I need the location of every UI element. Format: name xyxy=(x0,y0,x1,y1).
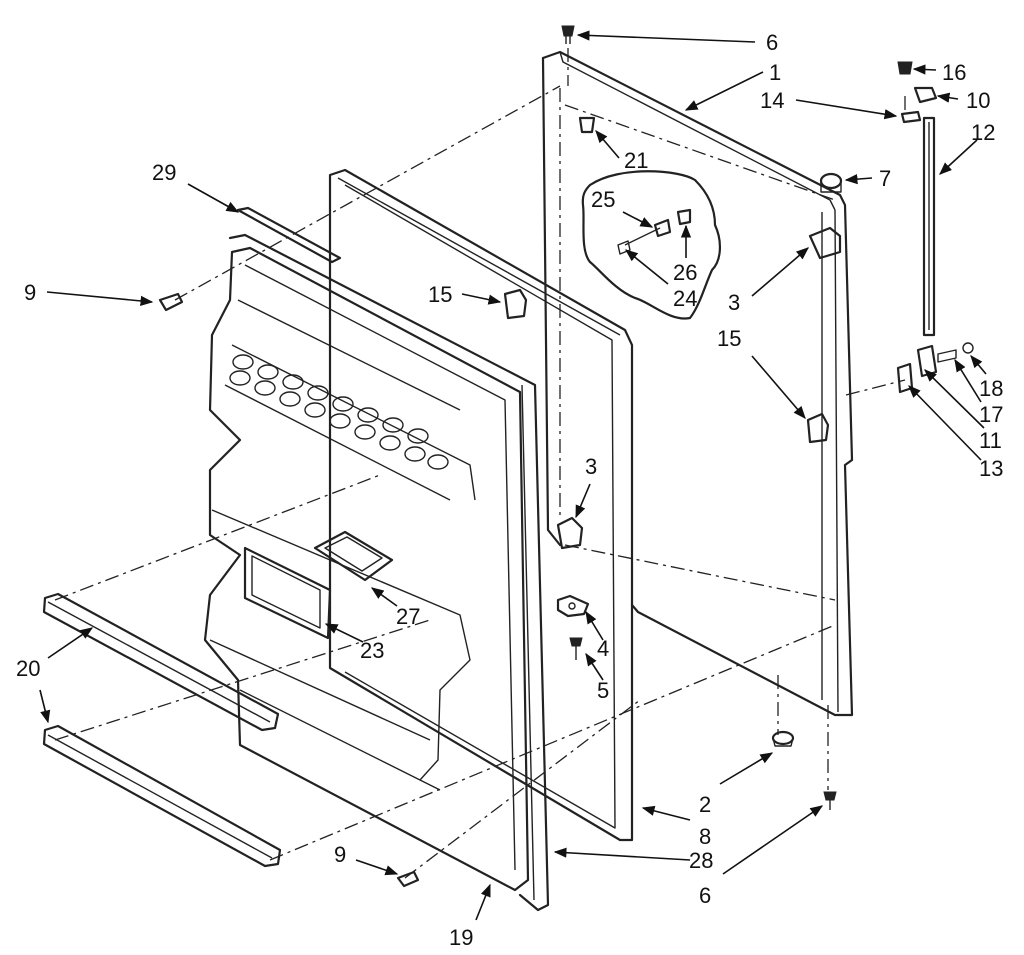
part-label: 19 xyxy=(449,925,473,950)
part-label: 26 xyxy=(673,260,697,285)
cap-7 xyxy=(819,172,843,193)
butter-door xyxy=(313,530,394,582)
part-label: 9 xyxy=(334,842,346,867)
part-label: 12 xyxy=(971,120,995,145)
door-shelf-upper xyxy=(42,592,280,732)
part-label: 6 xyxy=(766,30,778,55)
part-label: 28 xyxy=(689,848,713,873)
clip-10 xyxy=(913,86,938,104)
part-label: 27 xyxy=(396,604,420,629)
part-label: 13 xyxy=(979,456,1003,481)
bracket-3-upper xyxy=(808,226,842,260)
part-label: 2 xyxy=(699,792,711,817)
bracket-15-left xyxy=(503,288,528,320)
part-label: 16 xyxy=(942,60,966,85)
part-label: 25 xyxy=(591,187,615,212)
part-label: 3 xyxy=(728,290,740,315)
foot-2 xyxy=(771,730,795,747)
egg-tray xyxy=(229,354,449,470)
part-label: 20 xyxy=(16,656,40,681)
part-label: 1 xyxy=(769,60,781,85)
door-shelf-lower xyxy=(42,724,282,868)
washer-14 xyxy=(900,110,922,124)
washer-18 xyxy=(962,342,974,354)
plate-4 xyxy=(556,594,590,618)
part-label: 15 xyxy=(717,326,741,351)
part-label: 14 xyxy=(760,88,784,113)
part-label: 3 xyxy=(585,454,597,479)
part-label: 11 xyxy=(979,428,1002,453)
part-label: 21 xyxy=(624,148,648,173)
bracket-3-lower xyxy=(556,516,584,550)
part-label: 4 xyxy=(597,636,609,661)
part-label: 29 xyxy=(152,160,176,185)
screw-top xyxy=(561,25,575,44)
part-label: 23 xyxy=(360,638,384,663)
part-label: 8 xyxy=(699,824,711,849)
screw-16 xyxy=(897,61,913,75)
hinge-rod xyxy=(922,116,936,337)
part-label: 24 xyxy=(673,286,697,311)
part-label: 18 xyxy=(979,376,1003,401)
butter-compartment xyxy=(243,546,332,640)
door-frame xyxy=(328,168,634,842)
outer-door-panel xyxy=(541,50,854,717)
screw-5 xyxy=(569,637,583,660)
part-labels: 6 1 16 14 10 12 21 7 29 25 26 24 9 15 3 … xyxy=(16,30,1003,950)
trim-strip xyxy=(236,206,342,264)
part-label: 9 xyxy=(24,280,36,305)
part-label: 15 xyxy=(428,282,452,307)
part-label: 5 xyxy=(597,678,609,703)
door-seal xyxy=(228,233,550,912)
screw-9-bottom xyxy=(396,870,420,888)
screw-9-left xyxy=(158,292,184,312)
part-label: 6 xyxy=(699,883,711,908)
bracket-15-right xyxy=(806,412,830,444)
plug-21 xyxy=(578,116,596,134)
leaders xyxy=(39,30,987,921)
part-label: 10 xyxy=(966,88,990,113)
inner-door-liner xyxy=(203,246,530,892)
screw-bottom xyxy=(823,791,837,810)
part-label: 7 xyxy=(879,166,891,191)
part-label: 17 xyxy=(979,402,1003,427)
alignment-lines xyxy=(54,48,906,879)
screw-17 xyxy=(937,349,957,363)
